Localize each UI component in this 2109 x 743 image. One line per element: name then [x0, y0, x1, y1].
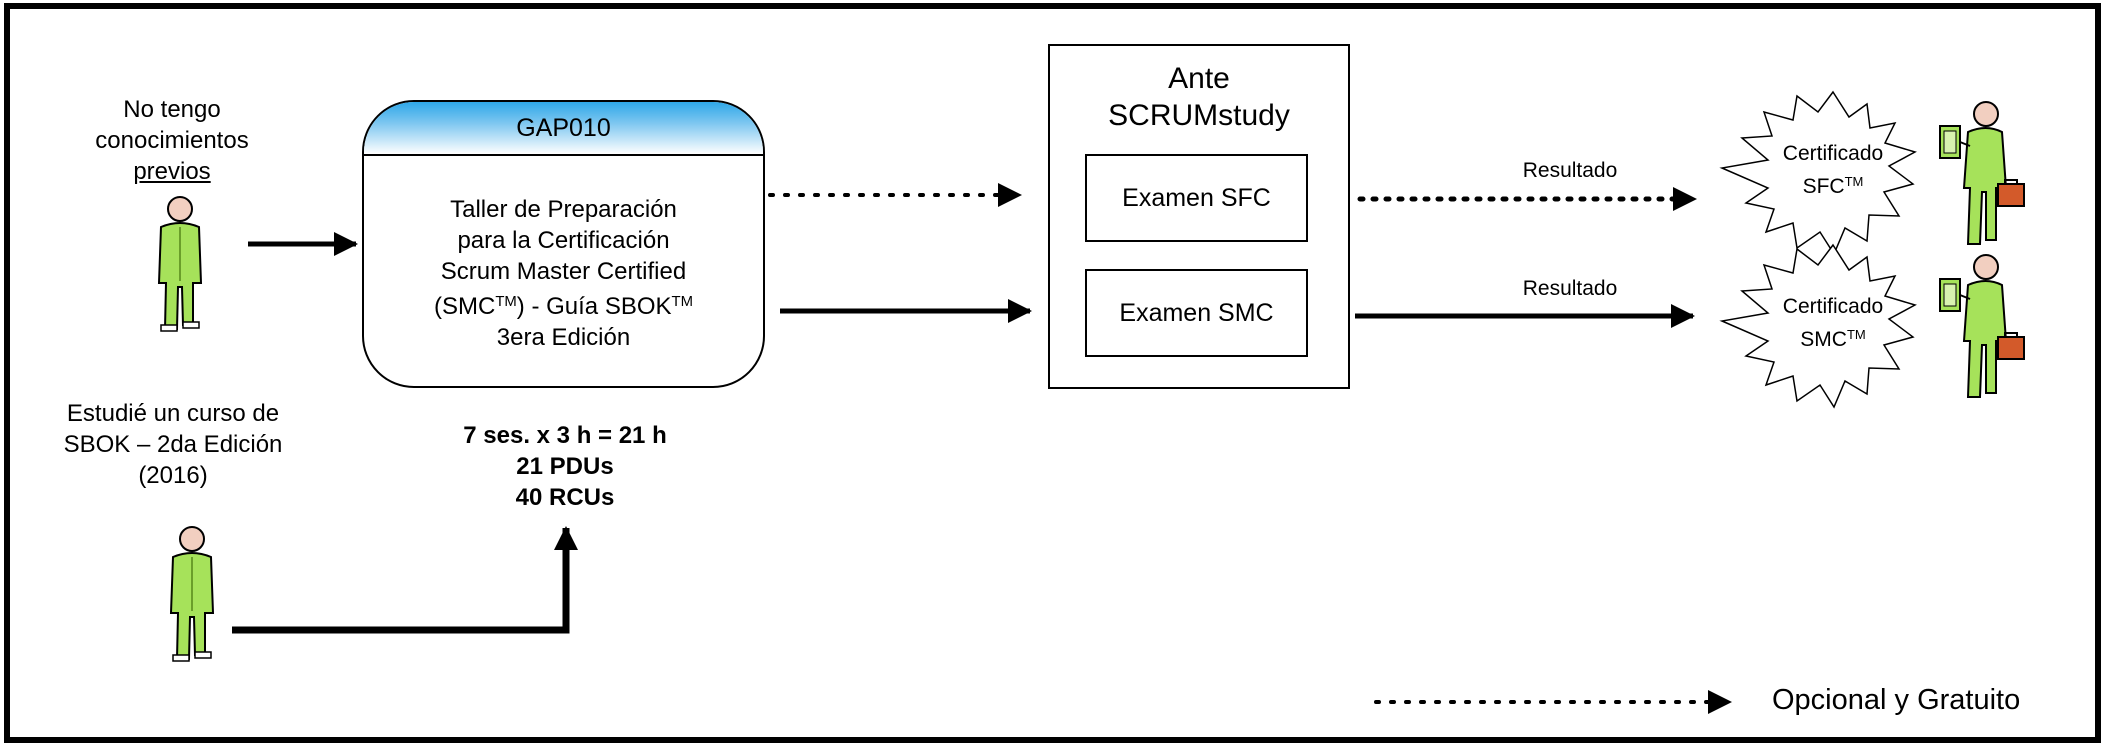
- sfc-certificate-text: Certificado SFCTM: [1758, 140, 1908, 201]
- workshop-line-3: Scrum Master Certified: [440, 258, 687, 285]
- sfc-certified-person-icon: [1939, 101, 2025, 245]
- smc-certificate-text: Certificado SMCTM: [1758, 293, 1908, 354]
- smc-cert-line-2: SMCTM: [1800, 327, 1866, 352]
- workshop-line-5: 3era Edición: [496, 324, 631, 352]
- person-no-knowledge-icon: [157, 196, 203, 332]
- exam-sfc-box: Examen SFC: [1085, 154, 1308, 242]
- workshop-description: Taller de Preparación para la Certificac…: [364, 194, 763, 353]
- exam-smc-label: Examen SMC: [1119, 298, 1274, 327]
- exam-title-line-1: Ante: [1168, 62, 1230, 95]
- person-studied-icon: [169, 526, 215, 662]
- exam-smc-box: Examen SMC: [1085, 269, 1308, 357]
- exam-panel-title: Ante SCRUMstudy: [1050, 60, 1348, 134]
- result-label-smc: Resultado: [1522, 277, 1618, 300]
- workshop-code-header: GAP010: [364, 102, 763, 156]
- workshop-stat-hours: 7 ses. x 3 h = 21 h: [463, 422, 667, 449]
- workshop-line-4: (SMCTM) - Guía SBOKTM: [433, 293, 693, 321]
- smc-cert-line-1: Certificado: [1782, 295, 1884, 318]
- smc-certified-person-icon: [1939, 254, 2025, 398]
- studied-line-2: SBOK – 2da Edición: [63, 431, 283, 458]
- no-knowledge-caption: No tengo conocimientos previos: [82, 94, 262, 187]
- exam-title-line-2: SCRUMstudy: [1108, 99, 1290, 132]
- no-knowledge-emphasis: previos: [133, 158, 211, 185]
- legend-label: Opcional y Gratuito: [1772, 684, 2021, 716]
- sfc-cert-line-2: SFCTM: [1802, 174, 1864, 199]
- workshop-line-2: para la Certificación: [457, 227, 670, 254]
- workshop-code: GAP010: [516, 113, 611, 142]
- no-knowledge-line-1: No tengo: [123, 96, 221, 123]
- exam-sfc-label: Examen SFC: [1122, 183, 1271, 212]
- studied-line-1: Estudié un curso de: [66, 400, 280, 427]
- no-knowledge-line-2: conocimientos: [95, 127, 249, 154]
- workshop-stat-pdus: 21 PDUs: [516, 453, 614, 480]
- exam-panel: Ante SCRUMstudy Examen SFC Examen SMC: [1048, 44, 1350, 389]
- smc-certificate-starburst: [1719, 243, 1917, 409]
- studied-caption: Estudié un curso de SBOK – 2da Edición (…: [62, 398, 284, 491]
- workshop-line-1: Taller de Preparación: [450, 196, 677, 223]
- workshop-card: GAP010 Taller de Preparación para la Cer…: [362, 100, 765, 388]
- workshop-stat-rcus: 40 RCUs: [515, 484, 615, 511]
- studied-line-3: (2016): [138, 462, 208, 489]
- arrow-studied-to-workshop: [232, 526, 578, 634]
- workshop-stats: 7 ses. x 3 h = 21 h 21 PDUs 40 RCUs: [440, 420, 690, 513]
- sfc-cert-line-1: Certificado: [1782, 142, 1884, 165]
- sfc-certificate-starburst: [1719, 90, 1917, 256]
- result-label-sfc: Resultado: [1522, 159, 1618, 182]
